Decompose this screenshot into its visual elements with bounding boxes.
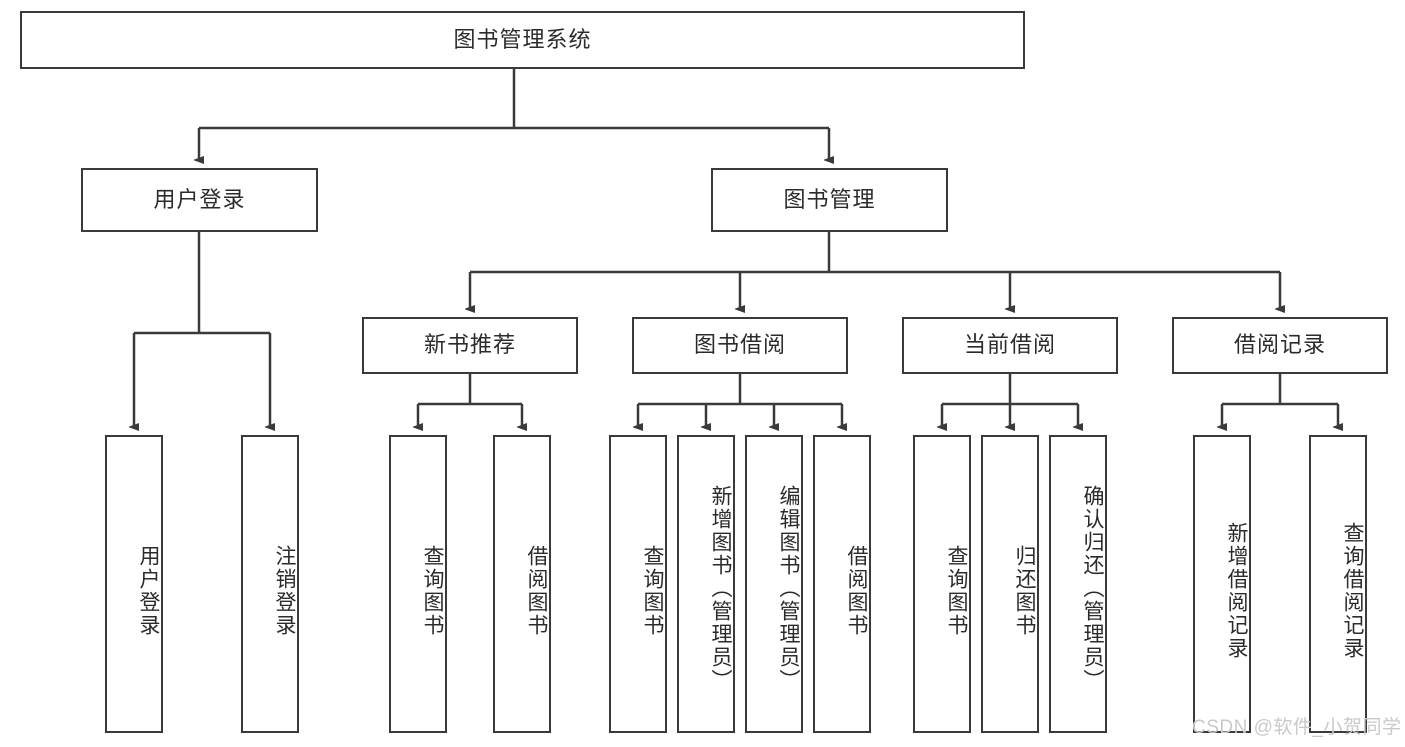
node-book-borrow[interactable]: 图书借阅 bbox=[632, 317, 848, 374]
node-label: 借阅图书 bbox=[525, 545, 548, 637]
leaf-record-query-record[interactable]: 查询借阅记录 bbox=[1309, 435, 1367, 733]
node-user-login[interactable]: 用户登录 bbox=[81, 168, 318, 232]
node-label: 编辑图书（管理员） bbox=[777, 484, 800, 692]
node-label: 用户登录 bbox=[137, 545, 160, 637]
leaf-borrow-borrow-book[interactable]: 借阅图书 bbox=[813, 435, 871, 733]
leaf-current-confirm-return-admin[interactable]: 确认归还（管理员） bbox=[1049, 435, 1107, 733]
node-label: 图书管理系统 bbox=[453, 26, 592, 52]
node-label: 新书推荐 bbox=[423, 332, 516, 358]
node-label: 图书管理 bbox=[783, 186, 876, 212]
node-root-system[interactable]: 图书管理系统 bbox=[20, 11, 1025, 69]
leaf-recommend-query-book[interactable]: 查询图书 bbox=[389, 435, 447, 733]
node-label: 查询图书 bbox=[421, 545, 444, 637]
node-label: 注销登录 bbox=[273, 545, 296, 637]
leaf-borrow-edit-book-admin[interactable]: 编辑图书（管理员） bbox=[745, 435, 803, 733]
leaf-borrow-add-book-admin[interactable]: 新增图书（管理员） bbox=[677, 435, 735, 733]
node-label: 借阅图书 bbox=[845, 545, 868, 637]
node-label: 当前借阅 bbox=[963, 332, 1056, 358]
node-book-management[interactable]: 图书管理 bbox=[711, 168, 948, 232]
leaf-user-login-login[interactable]: 用户登录 bbox=[105, 435, 163, 733]
node-new-book-recommend[interactable]: 新书推荐 bbox=[362, 317, 578, 374]
leaf-current-query-book[interactable]: 查询图书 bbox=[913, 435, 971, 733]
csdn-watermark: CSDN @软件_小贺同学 bbox=[1192, 717, 1402, 738]
node-label: 新增借阅记录 bbox=[1225, 522, 1248, 660]
node-borrow-record[interactable]: 借阅记录 bbox=[1172, 317, 1388, 374]
node-label: 查询借阅记录 bbox=[1341, 522, 1364, 660]
node-current-borrow[interactable]: 当前借阅 bbox=[902, 317, 1118, 374]
node-label: 借阅记录 bbox=[1233, 332, 1326, 358]
leaf-borrow-query-book[interactable]: 查询图书 bbox=[609, 435, 667, 733]
leaf-user-login-logout[interactable]: 注销登录 bbox=[241, 435, 299, 733]
node-label: 图书借阅 bbox=[693, 332, 786, 358]
node-label: 归还图书 bbox=[1013, 545, 1036, 637]
leaf-record-add-record[interactable]: 新增借阅记录 bbox=[1193, 435, 1251, 733]
node-label: 查询图书 bbox=[641, 545, 664, 637]
node-label: 新增图书（管理员） bbox=[709, 484, 732, 692]
leaf-recommend-borrow-book[interactable]: 借阅图书 bbox=[493, 435, 551, 733]
node-label: 查询图书 bbox=[945, 545, 968, 637]
node-label: 用户登录 bbox=[153, 186, 246, 212]
leaf-current-return-book[interactable]: 归还图书 bbox=[981, 435, 1039, 733]
node-label: 确认归还（管理员） bbox=[1081, 484, 1104, 692]
